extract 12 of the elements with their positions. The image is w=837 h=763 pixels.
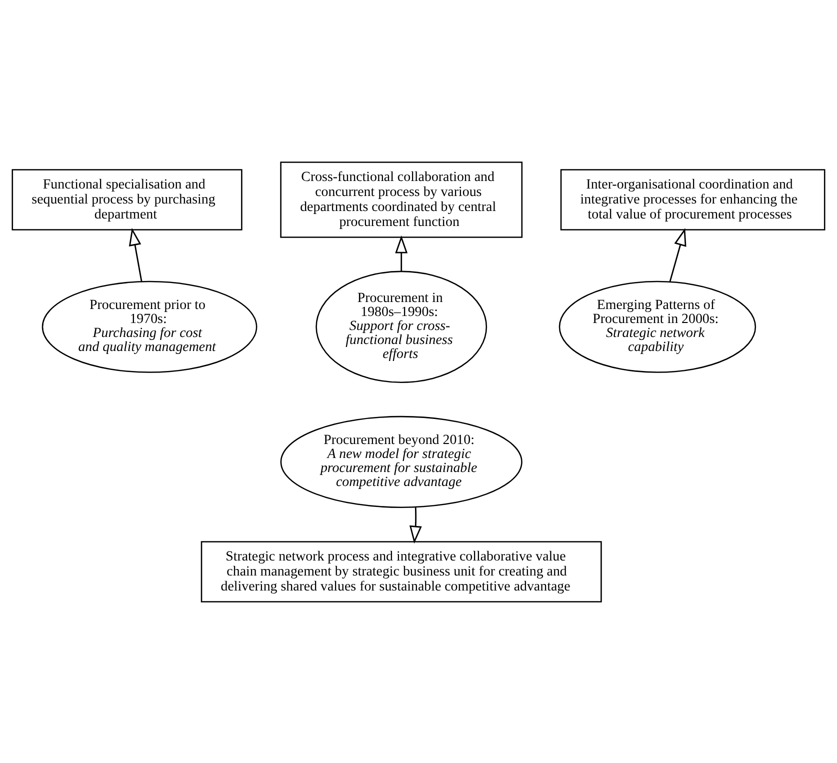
arrow [395, 234, 408, 271]
node-ellipse: Procurement prior to 1970s: Purchasing for cost and quality management [42, 280, 258, 372]
arrow [669, 228, 686, 282]
arrow [409, 506, 422, 544]
node-box: Cross-functional collaboration and concurrent process by various departments coordinated by central procurement function [280, 161, 523, 238]
node-ellipse: Emerging Patterns of Procurement in 2000s: Strategic network capability [558, 280, 756, 372]
node-box: Strategic network process and integrative collaborative value chain management by strategic business unit for creating and delivering shared values for sustainable competitive advantage [200, 540, 602, 602]
node-ellipse: Procurement in 1980s–1990s: Support for cross-functional business efforts [316, 270, 488, 382]
arrow [128, 227, 142, 282]
node-box: Functional specialisation and sequential process by purchasing department [12, 168, 242, 230]
node-ellipse: Procurement beyond 2010: A new model for strategic procurement for sustainable competitive advantage [280, 415, 522, 508]
node-box: Inter-organisational coordination and integrative processes for enhancing the total value of procurement processes [560, 168, 826, 230]
